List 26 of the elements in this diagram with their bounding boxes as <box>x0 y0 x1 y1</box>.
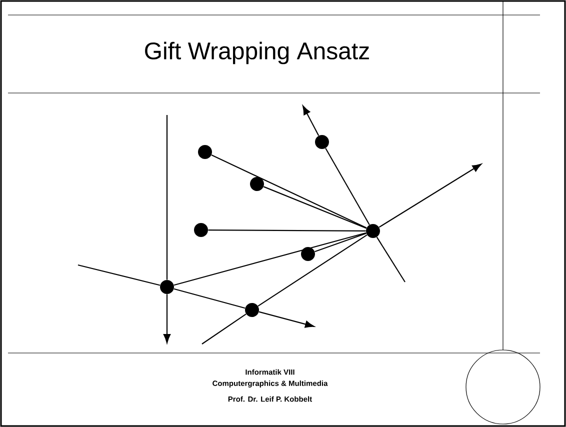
point <box>160 280 174 294</box>
line <box>211 154 367 228</box>
point <box>245 303 259 317</box>
line <box>166 115 168 280</box>
line <box>174 288 246 309</box>
line <box>202 314 246 344</box>
slide-title: Gift Wrapping Ansatz <box>145 42 369 64</box>
line <box>208 229 366 232</box>
line <box>258 234 368 307</box>
line <box>376 236 406 282</box>
point <box>366 224 380 238</box>
line <box>325 148 370 226</box>
point <box>194 223 208 237</box>
line <box>263 186 367 229</box>
point <box>301 247 315 261</box>
arrow <box>302 106 320 136</box>
arrow <box>258 311 314 328</box>
arrow <box>378 164 482 228</box>
line <box>78 264 160 286</box>
circle <box>466 350 540 424</box>
line <box>314 232 366 252</box>
point <box>250 177 264 191</box>
arrow <box>163 294 171 344</box>
point <box>198 145 212 159</box>
line <box>174 232 366 286</box>
point <box>315 135 329 149</box>
